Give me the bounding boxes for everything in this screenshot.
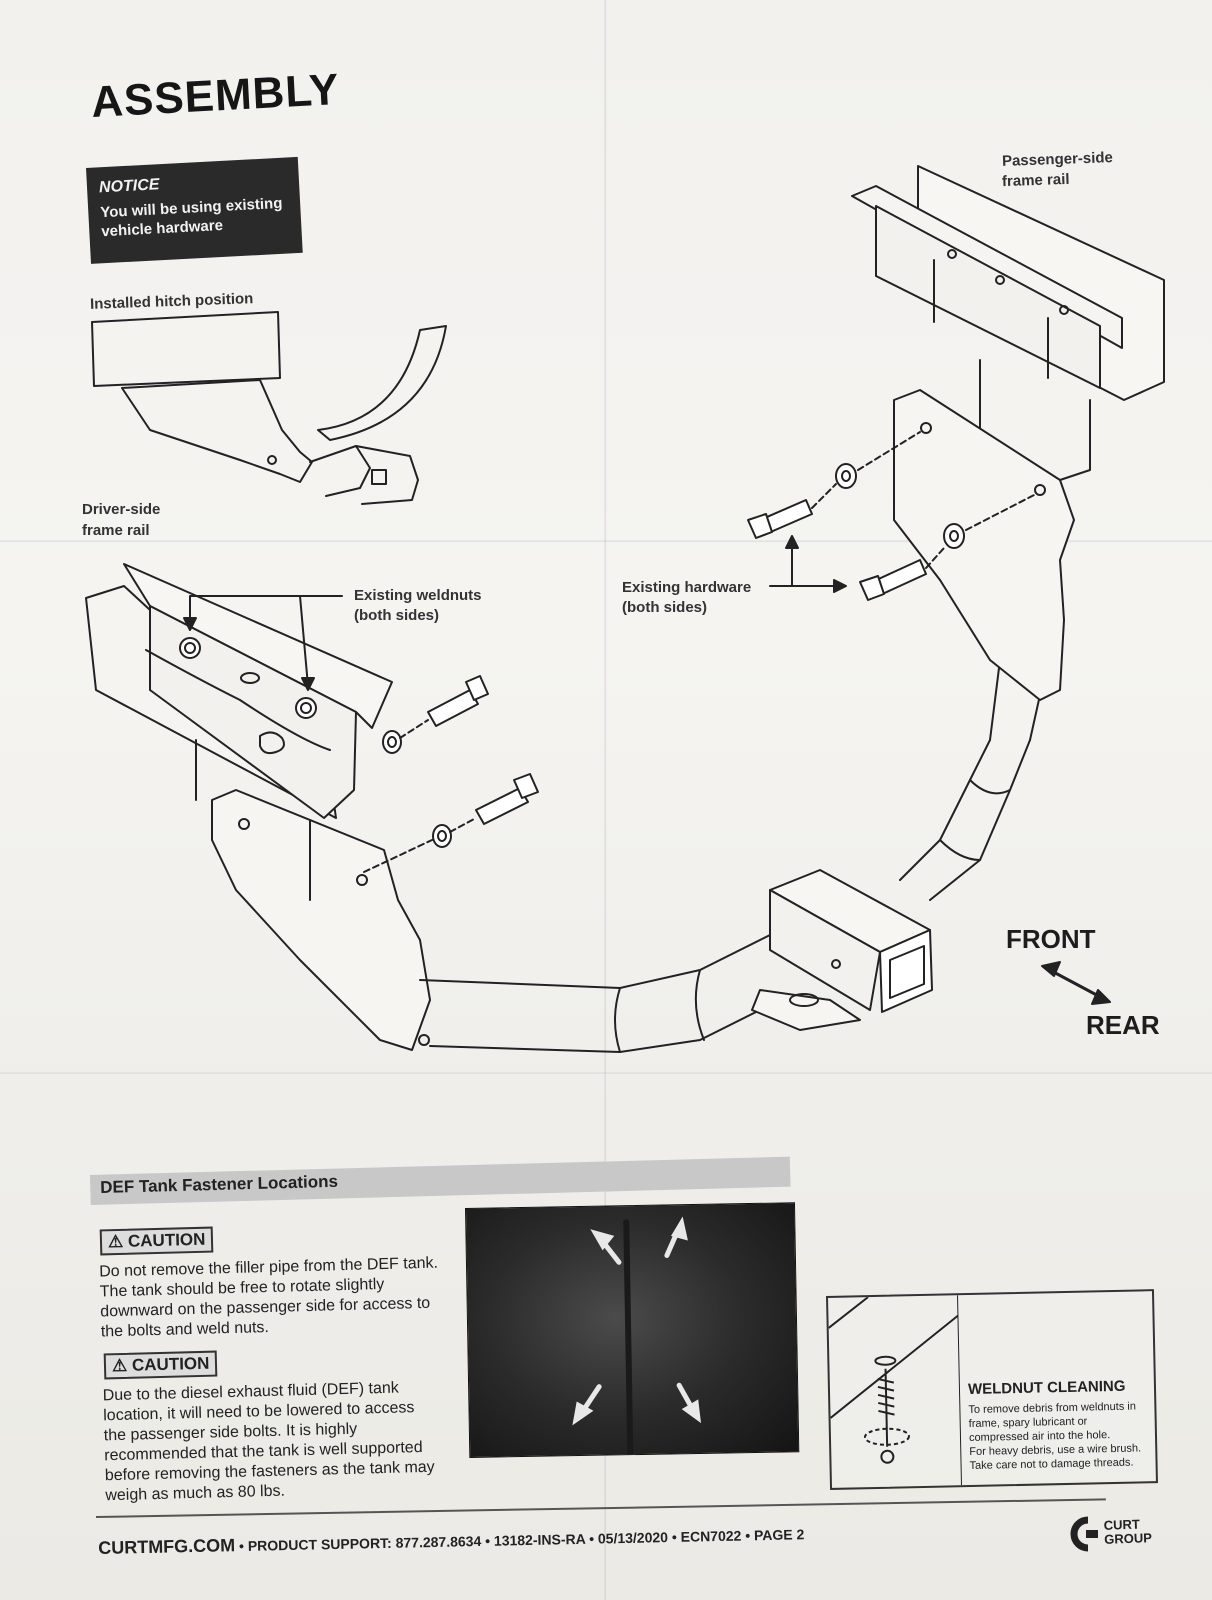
caution-label-2: CAUTION [131, 1353, 210, 1375]
footer-page: PAGE 2 [753, 1526, 805, 1544]
passenger-side-bracket [893, 389, 1091, 701]
driver-rail-label-line2: frame rail [82, 522, 150, 539]
front-label: FRONT [1006, 924, 1096, 954]
def-tank-photo [465, 1202, 800, 1458]
passenger-side-hardware [747, 431, 1037, 601]
receiver-tube [751, 869, 933, 1031]
caution-badge-1: ⚠ CAUTION [99, 1226, 214, 1256]
driver-rail-label-line1: Driver-side [82, 501, 161, 518]
caution-badge-2: ⚠ CAUTION [103, 1350, 218, 1380]
wire-brush-illustration [828, 1295, 963, 1486]
hardware-callout-arrows [769, 535, 847, 593]
curt-group-logo-icon [1070, 1516, 1098, 1552]
logo-wordmark: CURT GROUP [1103, 1517, 1153, 1547]
footer-website: CURTMFG.COM [98, 1535, 236, 1558]
passenger-rail-label-line2: frame rail [1001, 170, 1070, 191]
hardware-label-line1: Existing hardware [622, 579, 752, 596]
front-rear-arrow [1041, 961, 1111, 1005]
rear-label: REAR [1086, 1010, 1160, 1040]
hitch-crossbar [419, 619, 1051, 1053]
driver-side-hardware [363, 675, 539, 873]
weldnut-cleaning-box: WELDNUT CLEANING To remove debris from w… [826, 1289, 1158, 1490]
driver-side-bracket [195, 739, 431, 1051]
hitch-assembly-diagram [85, 165, 1165, 1053]
warning-triangle-icon: ⚠ [111, 1355, 128, 1376]
hardware-label-line2: (both sides) [622, 599, 707, 616]
photo-arrows [572, 1216, 702, 1458]
weldnut-callout-arrows [183, 595, 343, 691]
weldnuts-label-line1: Existing weldnuts [354, 587, 482, 604]
fold-crease-vertical [604, 0, 607, 1600]
logo-line-2: GROUP [1103, 1530, 1153, 1547]
installed-hitch-inset [91, 311, 447, 505]
weldnut-cleaning-title: WELDNUT CLEANING [967, 1377, 1126, 1399]
caution-text-2: Due to the diesel exhaust fluid (DEF) ta… [102, 1379, 435, 1505]
footer-date: 05/13/2020 [597, 1529, 669, 1547]
driver-frame-rail [85, 563, 393, 819]
fold-crease-upper [0, 540, 1212, 543]
footer-doc-id: 13182-INS-RA [493, 1530, 586, 1549]
weldnut-cleaning-text-2: For heavy debris, use a wire brush. Take… [969, 1442, 1142, 1473]
caution-label-1: CAUTION [127, 1229, 206, 1251]
footer-bar: CURTMFG.COM • PRODUCT SUPPORT: 877.287.8… [98, 1526, 805, 1558]
passenger-frame-rail [851, 165, 1165, 431]
footer-ecn: ECN7022 [680, 1527, 742, 1545]
weldnuts-label-line2: (both sides) [354, 607, 439, 624]
warning-triangle-icon: ⚠ [107, 1231, 124, 1252]
weldnut-cleaning-text-1: To remove debris from weldnuts in frame,… [968, 1400, 1137, 1445]
passenger-rail-label-line1: Passenger-side [1001, 149, 1114, 170]
footer-support: PRODUCT SUPPORT: 877.287.8634 [247, 1532, 482, 1554]
caution-text-1: Do not remove the filler pipe from the D… [99, 1254, 439, 1341]
fold-crease-lower [0, 1072, 1212, 1075]
